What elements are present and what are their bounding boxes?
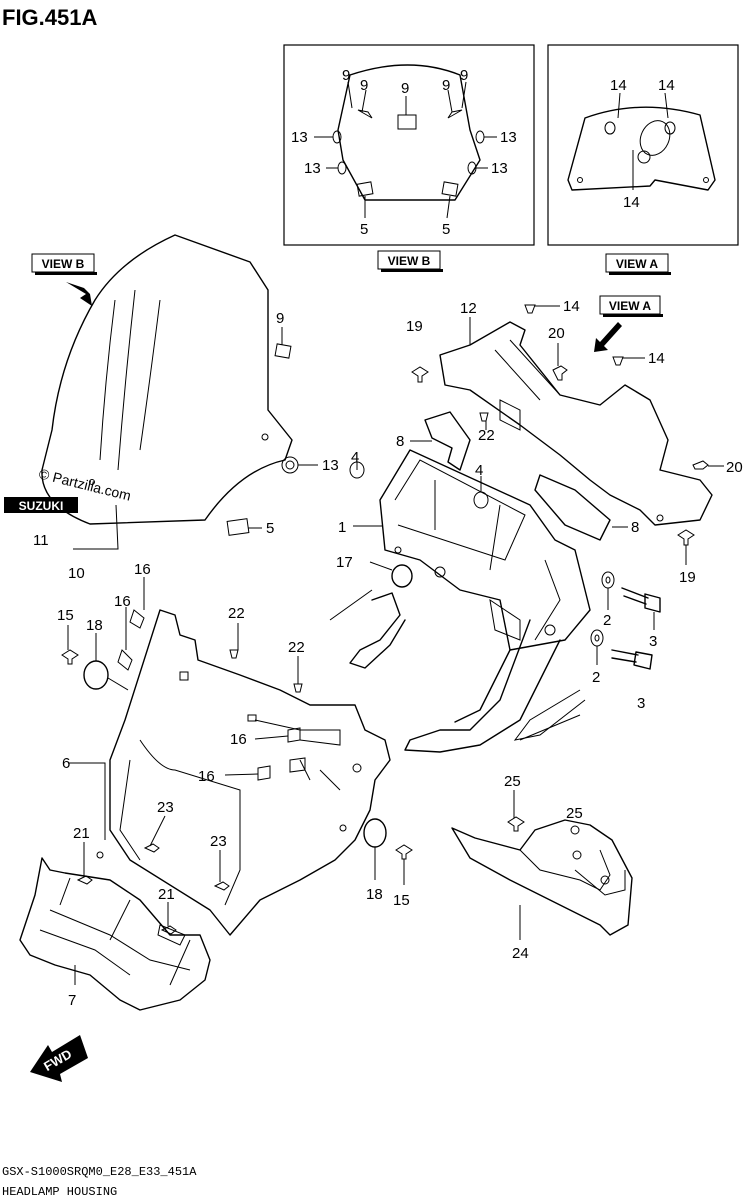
callout-19-a: 19 — [406, 318, 423, 335]
lower-cowl: 21 21 7 — [19, 825, 211, 1011]
callout-3-a: 3 — [649, 633, 657, 650]
callout-9-b: 9 — [360, 77, 368, 94]
callout-18-b: 18 — [366, 886, 383, 903]
callout-25-a: 25 — [504, 773, 521, 790]
callout-9-d: 9 — [442, 77, 450, 94]
callout-7: 7 — [68, 992, 76, 1009]
callout-17: 17 — [336, 554, 353, 571]
svg-text:VIEW B: VIEW B — [42, 257, 85, 271]
screen-fasteners: 9 13 5 — [226, 310, 339, 537]
callout-3-b: 3 — [637, 695, 645, 712]
callout-12: 12 — [460, 300, 477, 317]
callout-19-b: 19 — [679, 569, 696, 586]
callout-16-d: 16 — [198, 768, 215, 785]
inner-panel: 6 — [62, 609, 391, 936]
callout-13-c: 13 — [304, 160, 321, 177]
svg-text:VIEW B: VIEW B — [388, 254, 431, 268]
callout-14-main-b: 14 — [648, 350, 665, 367]
callout-15-b: 15 — [393, 892, 410, 909]
callout-13-b: 13 — [500, 129, 517, 146]
callout-16-c: 16 — [230, 731, 247, 748]
left-fasteners: 15 18 16 16 22 22 16 16 23 23 — [57, 561, 306, 891]
callout-13-a: 13 — [291, 129, 308, 146]
callout-9-c: 9 — [401, 80, 409, 97]
callout-4-a: 4 — [351, 449, 359, 466]
view-b-tag-inset: VIEW B — [377, 250, 443, 272]
callout-13-d: 13 — [491, 160, 508, 177]
svg-text:VIEW A: VIEW A — [616, 257, 659, 271]
view-a-tag-main: VIEW A — [594, 295, 663, 352]
svg-text:VIEW A: VIEW A — [609, 299, 652, 313]
callout-8-b: 8 — [631, 519, 639, 536]
footer-code: GSX-S1000SRQM0_E28_E33_451A — [2, 1165, 197, 1179]
suzuki-emblem — [4, 497, 78, 513]
callout-14-a: 14 — [610, 77, 627, 94]
callout-25-b: 25 — [566, 805, 583, 822]
callout-23-a: 23 — [157, 799, 174, 816]
callout-20-b: 20 — [726, 459, 743, 476]
callout-14-main-a: 14 — [563, 298, 580, 315]
footer-name: HEADLAMP HOUSING — [2, 1185, 117, 1199]
callout-9-e: 9 — [460, 67, 468, 84]
figure-title: FIG.451A — [2, 5, 97, 30]
inset-view-a: 14 14 14 — [547, 44, 739, 246]
view-b-tag-main: VIEW B — [31, 253, 97, 275]
callout-20-a: 20 — [548, 325, 565, 342]
callout-14-b: 14 — [658, 77, 675, 94]
suzuki-emblem-text: SUZUKI — [19, 499, 64, 513]
callout-5-b: 5 — [442, 221, 450, 238]
callout-6: 6 — [62, 755, 70, 772]
callout-5-main: 5 — [266, 520, 274, 537]
callout-16-a: 16 — [134, 561, 151, 578]
callout-2-a: 2 — [603, 612, 611, 629]
callout-10: 10 — [68, 565, 85, 582]
callout-24: 24 — [512, 945, 529, 962]
mount-bracket-17: 17 — [329, 554, 581, 741]
callout-22-a: 22 — [228, 605, 245, 622]
callout-5-a: 5 — [360, 221, 368, 238]
inset-view-b: 9 9 9 9 9 13 13 13 13 5 5 — [283, 44, 535, 246]
callout-18-a: 18 — [86, 617, 103, 634]
grommets-4: 4 4 22 — [349, 412, 495, 509]
upper-cover: 12 19 14 14 20 20 19 — [406, 298, 743, 586]
callout-23-b: 23 — [210, 833, 227, 850]
callout-15-a: 15 — [57, 607, 74, 624]
callout-11: 11 — [33, 532, 49, 549]
fwd-arrow: FWD — [30, 1035, 88, 1082]
callout-21-b: 21 — [158, 886, 175, 903]
right-fasteners: 18 15 — [363, 818, 413, 909]
lower-bracket: 25 25 24 — [451, 773, 633, 962]
callout-1: 1 — [338, 519, 346, 536]
callout-9-a: 9 — [342, 67, 350, 84]
headlamp-bracket: 1 — [338, 449, 591, 753]
callout-21-a: 21 — [73, 825, 90, 842]
callout-9-main: 9 — [276, 310, 284, 327]
callout-2-b: 2 — [592, 669, 600, 686]
view-a-tag-inset: VIEW A — [605, 253, 671, 275]
callout-4-b: 4 — [475, 462, 483, 479]
callout-13-main: 13 — [322, 457, 339, 474]
callout-22-b: 22 — [288, 639, 305, 656]
rubber-mounts: 8 8 — [396, 411, 639, 541]
callout-16-b: 16 — [114, 593, 131, 610]
bolts-washers: 2 2 3 3 — [590, 571, 661, 712]
callout-8-a: 8 — [396, 433, 404, 450]
callout-22-top: 22 — [478, 427, 495, 444]
callout-14-c: 14 — [623, 194, 640, 211]
